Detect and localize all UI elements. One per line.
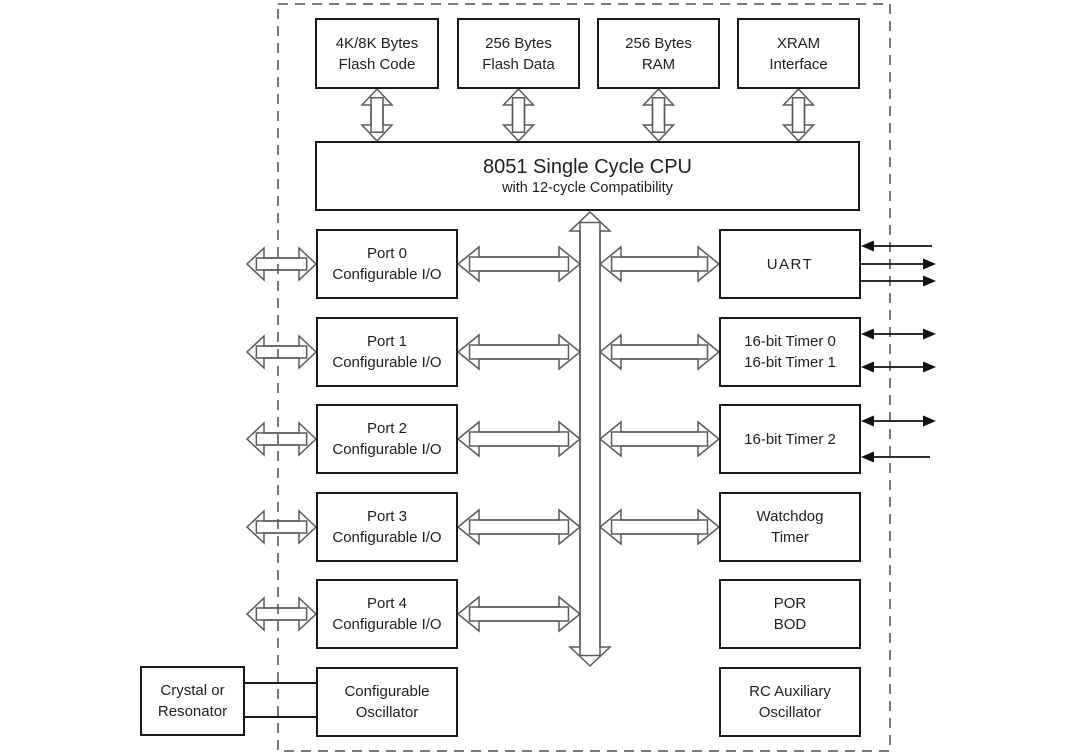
port2-external-arrow <box>245 421 318 457</box>
xram-cpu-arrow <box>781 87 816 143</box>
port1-external-arrow <box>245 334 318 370</box>
uart-label: UART <box>766 255 814 273</box>
bus-timer01-arrow <box>598 333 721 371</box>
block-port3: Port 3 Configurable I/O <box>316 492 458 562</box>
block-port0: Port 0 Configurable I/O <box>316 229 458 299</box>
port2-bus-arrow <box>456 420 582 458</box>
configurable-oscillator-label: Configurable Oscillator <box>344 683 430 721</box>
block-rc-aux-oscillator: RC Auxiliary Oscillator <box>719 667 861 737</box>
watchdog-timer-label: Watchdog Timer <box>756 508 824 546</box>
port0-label: Port 0 Configurable I/O <box>332 245 442 283</box>
block-flash-data: 256 Bytes Flash Data <box>457 18 580 89</box>
flash-code-cpu-arrow <box>360 87 394 143</box>
block-watchdog-timer: Watchdog Timer <box>719 492 861 562</box>
xram-interface-label: XRAM Interface <box>769 34 828 73</box>
cpu-subtitle: with 12-cycle Compatibility <box>502 179 673 196</box>
block-xram-interface: XRAM Interface <box>737 18 860 89</box>
block-ram: 256 Bytes RAM <box>597 18 720 89</box>
port2-label: Port 2 Configurable I/O <box>332 420 442 458</box>
uart-out-arrow-1 <box>861 258 936 270</box>
timer01-label: 16-bit Timer 0 16-bit Timer 1 <box>744 333 836 371</box>
uart-in-arrow <box>861 240 932 252</box>
bus-uart-arrow <box>598 245 721 283</box>
timer2-io-arrow <box>861 415 936 427</box>
block-timer2: 16-bit Timer 2 <box>719 404 861 474</box>
block-crystal-resonator: Crystal or Resonator <box>140 666 245 736</box>
port4-external-arrow <box>245 596 318 632</box>
port4-bus-arrow <box>456 595 582 633</box>
chip-boundary <box>277 3 891 752</box>
port1-bus-arrow <box>456 333 582 371</box>
cpu-title: 8051 Single Cycle CPU <box>483 155 692 178</box>
block-por-bod: POR BOD <box>719 579 861 649</box>
port3-label: Port 3 Configurable I/O <box>332 508 442 546</box>
rc-aux-oscillator-label: RC Auxiliary Oscillator <box>749 683 831 721</box>
uart-out-arrow-2 <box>861 275 936 287</box>
timer2-label: 16-bit Timer 2 <box>744 430 836 448</box>
port3-bus-arrow <box>456 508 582 546</box>
timer01-io-arrow-1 <box>861 328 936 340</box>
flash-code-label: 4K/8K Bytes Flash Code <box>335 34 419 73</box>
block-uart: UART <box>719 229 861 299</box>
block-configurable-oscillator: Configurable Oscillator <box>316 667 458 737</box>
crystal-resonator-label: Crystal or Resonator <box>157 682 228 720</box>
block-port1: Port 1 Configurable I/O <box>316 317 458 387</box>
por-bod-label: POR BOD <box>773 595 807 633</box>
block-flash-code: 4K/8K Bytes Flash Code <box>315 18 439 89</box>
timer01-io-arrow-2 <box>861 361 936 373</box>
ram-label: 256 Bytes RAM <box>625 34 692 73</box>
block-timer01: 16-bit Timer 0 16-bit Timer 1 <box>719 317 861 387</box>
timer2-in-arrow <box>861 451 930 463</box>
block-port2: Port 2 Configurable I/O <box>316 404 458 474</box>
port4-label: Port 4 Configurable I/O <box>332 595 442 633</box>
ram-cpu-arrow <box>641 87 676 143</box>
block-cpu: 8051 Single Cycle CPU with 12-cycle Comp… <box>315 141 860 211</box>
crystal-connection-lines <box>245 682 316 718</box>
bus-timer2-arrow <box>598 420 721 458</box>
block-port4: Port 4 Configurable I/O <box>316 579 458 649</box>
flash-data-cpu-arrow <box>501 87 536 143</box>
port0-external-arrow <box>245 246 318 282</box>
port0-bus-arrow <box>456 245 582 283</box>
flash-data-label: 256 Bytes Flash Data <box>482 34 555 73</box>
system-bus-arrow <box>568 210 612 668</box>
port1-label: Port 1 Configurable I/O <box>332 333 442 371</box>
port3-external-arrow <box>245 509 318 545</box>
bus-watchdog-arrow <box>598 508 721 546</box>
